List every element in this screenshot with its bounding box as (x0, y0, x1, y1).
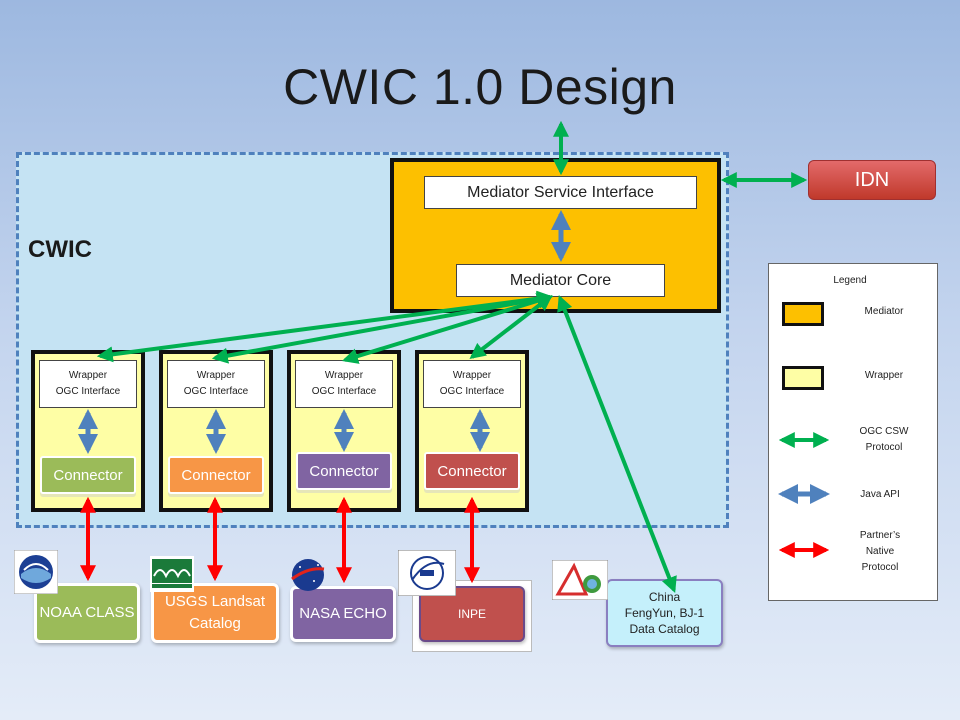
partner-usgs-landsat: USGS Landsat Catalog (151, 583, 279, 643)
legend-native-label: Partner’s Native Protocol (840, 528, 920, 576)
connector-usgs: Connector (168, 456, 264, 494)
legend-mediator-swatch (782, 302, 824, 326)
cwic-label: CWIC (28, 236, 92, 263)
wrapper-subtitle: OGC Interface (183, 386, 249, 397)
noaa-logo-icon (14, 550, 58, 594)
legend-ogc-label: OGC CSW Protocol (840, 424, 928, 456)
wrapper-subtitle: OGC Interface (439, 386, 505, 397)
legend-mediator-label: Mediator (864, 306, 904, 317)
connector-noaa: Connector (40, 456, 136, 494)
legend-ogc-line2: Protocol (865, 442, 903, 453)
partner-china-line3: Data Catalog (629, 622, 700, 636)
wrapper-subtitle: OGC Interface (55, 386, 121, 397)
partner-nasa-echo: NASA ECHO (290, 586, 396, 642)
connector-nasa: Connector (296, 452, 392, 490)
wrapper-title: Wrapper (324, 370, 364, 381)
legend-native-line2: Native (865, 546, 895, 557)
partner-usgs-line2: Catalog (189, 615, 241, 632)
idn-box: IDN (808, 160, 936, 200)
nasa-logo-icon (291, 559, 325, 591)
mediator-service-interface: Mediator Service Interface (424, 176, 697, 209)
mediator-core: Mediator Core (456, 264, 665, 297)
partner-usgs-line1: USGS Landsat (164, 593, 266, 610)
wrapper-title: Wrapper (196, 370, 236, 381)
legend-wrapper-label: Wrapper (864, 370, 904, 381)
partner-china-line2: FengYun, BJ-1 (624, 606, 705, 620)
legend-java-label: Java API (860, 489, 900, 500)
legend-native-line3: Protocol (861, 562, 899, 573)
wrapper-subtitle: OGC Interface (311, 386, 377, 397)
legend-native-line1: Partner’s (859, 530, 901, 541)
diagram-title: CWIC 1.0 Design (283, 59, 677, 115)
inpe-logo-icon (398, 550, 456, 596)
legend-wrapper-swatch (782, 366, 824, 390)
partner-china-catalog: China FengYun, BJ-1 Data Catalog (606, 579, 723, 647)
legend-ogc-line1: OGC CSW (859, 426, 909, 437)
wrapper-title: Wrapper (452, 370, 492, 381)
china-agency-logo-icon (552, 560, 608, 600)
partner-china-line1: China (648, 590, 681, 604)
wrapper-title: Wrapper (68, 370, 108, 381)
legend-title: Legend (833, 275, 867, 286)
usgs-logo-icon (150, 556, 194, 592)
connector-inpe: Connector (424, 452, 520, 490)
